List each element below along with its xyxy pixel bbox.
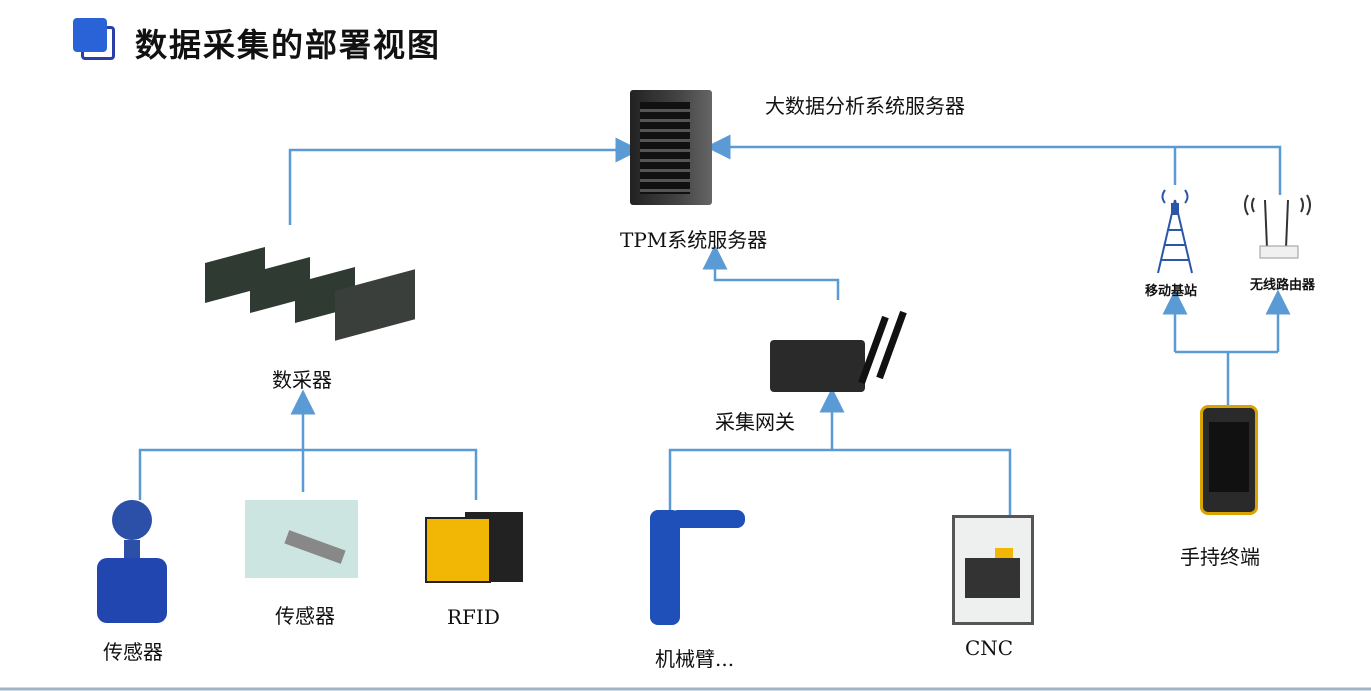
title-icon [73,18,117,62]
flowmeter-sensor-icon [92,500,177,625]
collector-to-tpm-line [288,137,641,225]
server-rack-icon [630,90,712,205]
data-collector-device-icon [205,240,420,341]
page-title: 数据采集的部署视图 [135,26,442,64]
rfid-reader-icon [425,512,525,584]
proximity-sensor-label: 传感器 [275,604,335,628]
handheld-terminal-icon [1200,405,1258,515]
cell-tower-icon [1150,185,1200,275]
tpm-server-label: TPM系统服务器 [620,228,768,252]
gateway-device-icon [770,310,910,395]
collector-label: 数采器 [272,368,332,392]
flowmeter-sensor-label: 传感器 [103,640,163,664]
gateway-to-tpm-line [702,244,840,300]
cnc-machine-icon [952,515,1034,625]
wireless-router-icon [1240,190,1315,262]
robot-arm-label: 机械臂... [655,647,735,671]
gateway-label: 采集网关 [715,410,795,434]
router-to-server-line [705,134,1282,195]
handheld-label: 手持终端 [1180,545,1260,569]
rfid-label: RFID [447,605,500,629]
bigdata-server-label: 大数据分析系统服务器 [765,94,965,118]
proximity-sensor-icon [245,500,358,578]
cnc-label: CNC [965,636,1014,660]
base-station-label: 移动基站 [1145,284,1198,299]
robot-arm-icon [640,505,745,630]
router-label: 无线路由器 [1250,278,1316,293]
